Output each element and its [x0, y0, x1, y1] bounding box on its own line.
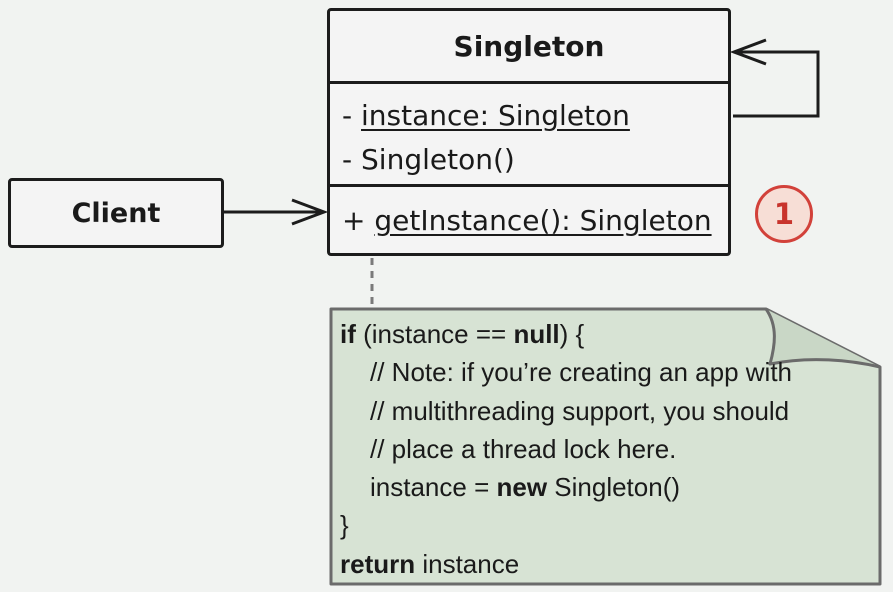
- field-constructor: - Singleton(): [342, 138, 728, 182]
- field-visibility: -: [342, 143, 353, 176]
- singleton-methods-section: + getInstance(): Singleton: [330, 187, 728, 243]
- method-get-instance: + getInstance(): Singleton: [342, 199, 728, 243]
- keyword-null: null: [513, 319, 560, 349]
- code-fragment: instance =: [370, 472, 497, 503]
- code-line-2: // Note: if you’re creating an app with: [370, 357, 793, 388]
- singleton-class-box: Singleton - instance: Singleton - Single…: [327, 8, 731, 256]
- field-text: Singleton(): [361, 143, 515, 176]
- code-fragment: ) {: [559, 319, 585, 349]
- keyword-return: return: [340, 548, 416, 579]
- code-fragment: instance: [415, 548, 520, 579]
- code-note-shape: [329, 307, 882, 586]
- code-note-fold: [764, 308, 881, 369]
- field-visibility: -: [342, 99, 353, 132]
- step-number-badge: 1: [755, 185, 813, 243]
- code-note-text: if (instance == null) { // Note: if you’r…: [340, 315, 792, 583]
- code-fragment: Singleton(): [547, 472, 681, 503]
- field-text: instance: Singleton: [361, 99, 630, 132]
- code-line-1: if (instance == null) {: [340, 315, 792, 353]
- field-instance: - instance: Singleton: [342, 94, 728, 138]
- singleton-class-name-section: Singleton: [330, 11, 728, 84]
- code-line-5: instance = new Singleton(): [340, 468, 792, 506]
- singleton-class-name: Singleton: [453, 29, 605, 63]
- method-visibility: +: [342, 204, 366, 237]
- client-association-arrowhead: [291, 198, 329, 226]
- singleton-fields-section: - instance: Singleton - Singleton(): [330, 84, 728, 187]
- self-association-arrowhead: [729, 38, 767, 66]
- keyword-if: if: [340, 319, 356, 349]
- client-class-box: Client: [8, 178, 224, 248]
- code-line-7: return instance: [340, 545, 792, 583]
- code-line-3: // multithreading support, you should: [370, 395, 790, 426]
- self-association-line: [733, 50, 820, 118]
- step-number: 1: [773, 197, 795, 231]
- code-line-4: // place a thread lock here.: [370, 433, 677, 464]
- code-line-6: }: [340, 510, 349, 541]
- code-fragment: (instance ==: [355, 319, 514, 349]
- method-text: getInstance(): Singleton: [374, 204, 712, 237]
- keyword-new: new: [496, 472, 548, 503]
- client-class-name: Client: [71, 197, 161, 229]
